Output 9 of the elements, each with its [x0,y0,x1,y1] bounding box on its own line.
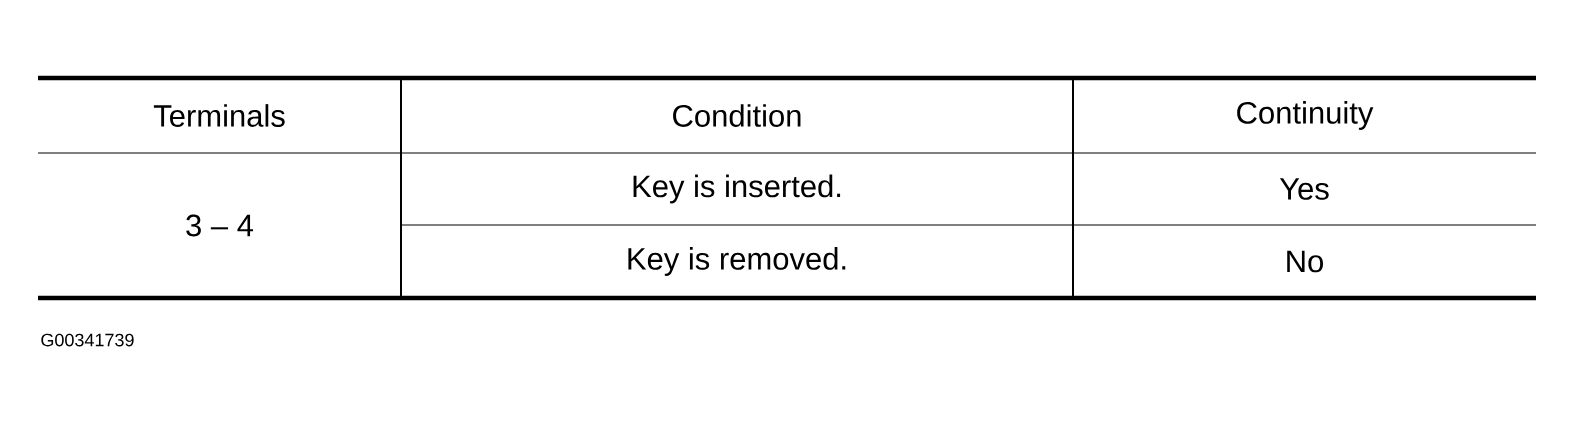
header-text: Continuity [1237,101,1374,130]
figure-id: G00341739 [41,333,134,347]
cell-text: Key is removed. [628,247,846,276]
cell-text: No [1287,250,1323,273]
cell-text: Key is inserted. [633,174,841,204]
header-text: Condition [673,104,801,127]
cell-text: 3 – 4 [186,214,254,237]
cell-text: Yes [1279,178,1329,200]
header-text: Terminals [153,104,285,127]
